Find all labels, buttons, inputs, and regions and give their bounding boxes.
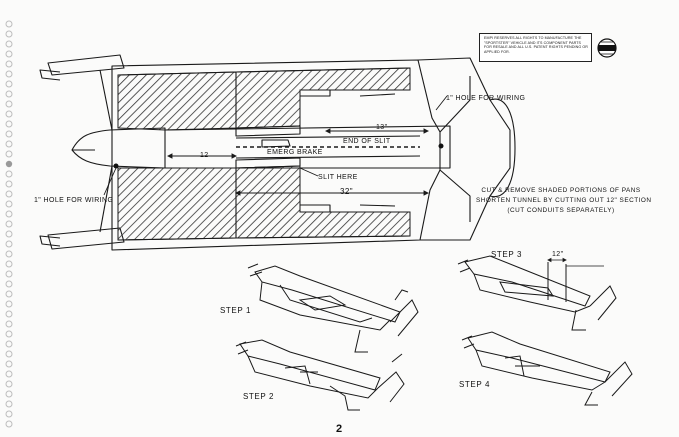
hole-for-wiring-left-label: 1" HOLE FOR WIRING — [34, 197, 114, 204]
dimension-13-label: 13" — [376, 124, 388, 131]
step4-drawing — [461, 331, 633, 406]
binder-holes — [5, 20, 13, 428]
slit-here-label: SLIT HERE — [318, 174, 358, 181]
step-3-dimension-label: 12" — [552, 251, 564, 258]
dimension-32-label: 32" — [340, 187, 353, 196]
instruction-line-3: (CUT CONDUITS SEPARATELY) — [507, 207, 615, 214]
instructions-block: CUT & REMOVE SHADED PORTIONS OF PANS SHO… — [476, 186, 652, 216]
step3-drawing — [457, 255, 617, 331]
step2-drawing — [235, 339, 405, 411]
step-3-label: STEP 3 — [491, 250, 523, 259]
rights-notice-text: EMPI RESERVES ALL RIGHTS TO MANUFACTURE … — [484, 36, 588, 54]
rights-notice: EMPI RESERVES ALL RIGHTS TO MANUFACTURE … — [479, 33, 592, 62]
instruction-line-2: SHORTEN TUNNEL BY CUTTING OUT 12" SECTIO… — [476, 197, 652, 204]
step-4-label: STEP 4 — [459, 380, 491, 389]
emerg-brake-label: EMERG BRAKE — [267, 149, 323, 156]
step-1-label: STEP 1 — [220, 306, 252, 315]
step-2-label: STEP 2 — [243, 392, 275, 401]
instruction-line-1: CUT & REMOVE SHADED PORTIONS OF PANS — [481, 187, 641, 194]
hole-for-wiring-right-label: 1" HOLE FOR WIRING — [446, 95, 526, 102]
end-of-slit-label: END OF SLIT — [343, 138, 391, 145]
empi-logo-icon — [597, 38, 617, 58]
page-number: 2 — [336, 423, 343, 435]
step1-drawing — [247, 263, 419, 353]
dimension-12-label: 12 — [200, 152, 209, 159]
